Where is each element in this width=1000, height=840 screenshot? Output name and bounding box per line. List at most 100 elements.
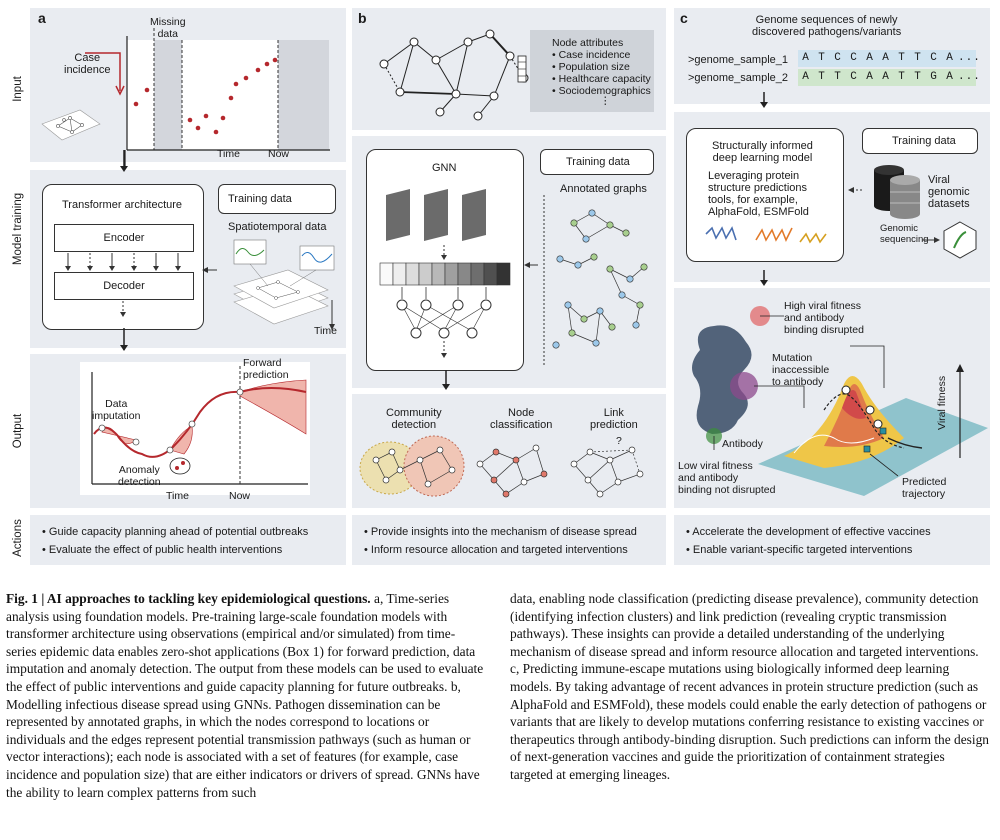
training-data-label-b: Training data bbox=[566, 156, 630, 168]
annotated-graphs-label: Annotated graphs bbox=[560, 183, 647, 195]
link-question-mark: ? bbox=[616, 435, 622, 447]
training-data-label-a: Training data bbox=[228, 193, 292, 205]
node-attr-more: ⋮ bbox=[600, 95, 611, 107]
seq2-base: A bbox=[882, 71, 890, 83]
panel-c-actions bbox=[674, 515, 990, 565]
action-c-2: • Enable variant-specific targeted inter… bbox=[686, 544, 913, 556]
high-fitness-label: High viral fitness and antibody binding … bbox=[784, 300, 864, 336]
panel-b-label: b bbox=[358, 10, 367, 26]
flow-arrow-c1 bbox=[760, 92, 768, 108]
dl-model-title: Structurally informed deep learning mode… bbox=[712, 140, 813, 164]
transformer-title: Transformer architecture bbox=[62, 199, 183, 211]
antibody-label: Antibody bbox=[722, 438, 763, 450]
spatiotemporal-label: Spatiotemporal data bbox=[228, 221, 327, 233]
row-label-model-training: Model training bbox=[12, 192, 24, 266]
seq1-base: A bbox=[802, 52, 810, 64]
sequencing-arrow bbox=[922, 237, 940, 243]
caption-right: data, enabling node classification (pred… bbox=[510, 591, 989, 782]
dl-model-box bbox=[686, 128, 844, 262]
seq2-base: A bbox=[802, 71, 810, 83]
training-data-box-a bbox=[218, 184, 336, 214]
action-b-1: • Provide insights into the mechanism of… bbox=[364, 526, 637, 538]
now-label-output: Now bbox=[229, 490, 251, 502]
seq2-base: C bbox=[850, 71, 858, 83]
virus-hexagon-icon bbox=[943, 221, 977, 259]
flow-arrow-c2 bbox=[760, 270, 768, 286]
annotated-graphs bbox=[543, 195, 648, 365]
panel-c-label: c bbox=[680, 10, 688, 26]
training-data-label-c: Training data bbox=[892, 135, 956, 147]
time-label-output: Time bbox=[166, 490, 189, 502]
action-c-1: • Accelerate the development of effectiv… bbox=[686, 526, 931, 538]
training-data-box-c bbox=[862, 128, 978, 154]
link-prediction-label: Link prediction bbox=[590, 407, 638, 431]
seq1-base: ... bbox=[958, 52, 981, 64]
sample1-label: >genome_sample_1 bbox=[688, 54, 788, 66]
seq2-base: G bbox=[930, 71, 938, 83]
action-a-2: • Evaluate the effect of public health i… bbox=[42, 544, 283, 556]
training-arrow-b bbox=[524, 262, 538, 268]
data-imputation-label: Data imputation bbox=[92, 398, 141, 422]
gnn-architecture bbox=[379, 189, 511, 358]
flow-arrow-b bbox=[442, 370, 450, 390]
encoder-block: Encoder bbox=[54, 224, 194, 252]
panel-a-actions bbox=[30, 515, 346, 565]
seq2-base: A bbox=[866, 71, 874, 83]
training-arrow-c bbox=[848, 187, 862, 193]
seq2-base: T bbox=[834, 71, 842, 83]
case-incidence-label: Case incidence bbox=[64, 52, 111, 76]
seq1-base: C bbox=[850, 52, 858, 64]
seq1-base: A bbox=[882, 52, 890, 64]
network-graph bbox=[379, 29, 529, 121]
now-axis-label: Now bbox=[268, 148, 290, 160]
action-a-1: • Guide capacity planning ahead of poten… bbox=[42, 526, 309, 538]
node-classification-label: Node classification bbox=[490, 407, 553, 431]
time-label-spatiotemporal: Time bbox=[314, 325, 337, 337]
seq2-base: A bbox=[946, 71, 954, 83]
node-attr-2: • Population size bbox=[552, 61, 630, 73]
missing-data-label: Missing data bbox=[150, 16, 186, 40]
gnn-output-graphs bbox=[359, 435, 644, 498]
time-axis-label: Time bbox=[217, 148, 240, 160]
spatiotemporal-illustration bbox=[233, 239, 335, 330]
mutation-inaccessible-label: Mutation inaccessible to antibody bbox=[772, 352, 830, 388]
output-plot bbox=[80, 362, 310, 495]
seq1-base: T bbox=[818, 52, 826, 64]
node-attr-3: • Healthcare capacity bbox=[552, 73, 651, 85]
forward-prediction-label: Forward prediction bbox=[243, 357, 289, 381]
sample2-label: >genome_sample_2 bbox=[688, 72, 788, 84]
seq1-base: C bbox=[930, 52, 938, 64]
node-attr-1: • Case incidence bbox=[552, 49, 631, 61]
panel-b-actions bbox=[352, 515, 666, 565]
action-b-2: • Inform resource allocation and targete… bbox=[364, 544, 628, 556]
seq2-base: T bbox=[898, 71, 906, 83]
fitness-landscape bbox=[692, 306, 988, 496]
transformer-arrows bbox=[65, 253, 217, 317]
seq1-base: T bbox=[898, 52, 906, 64]
viral-fitness-axis-label: Viral fitness bbox=[936, 375, 948, 430]
seq1-base: A bbox=[946, 52, 954, 64]
training-data-box-b bbox=[540, 149, 654, 175]
row-label-input: Input bbox=[12, 76, 24, 102]
seq1-base: A bbox=[866, 52, 874, 64]
predicted-trajectory-label: Predicted trajectory bbox=[902, 476, 947, 500]
node-attributes-title: Node attributes bbox=[552, 37, 624, 49]
anomaly-detection-label: Anomaly detection bbox=[118, 464, 161, 488]
seq1-base: C bbox=[834, 52, 842, 64]
decoder-block: Decoder bbox=[54, 272, 194, 300]
seq2-base: T bbox=[818, 71, 826, 83]
viral-datasets-label: Viral genomic datasets bbox=[928, 174, 970, 210]
panel-a-label: a bbox=[38, 10, 46, 26]
database-icon bbox=[874, 165, 920, 219]
dl-model-text: Leveraging protein structure predictions… bbox=[708, 170, 809, 218]
node-attr-4: • Sociodemographics bbox=[552, 85, 651, 97]
seq2-base: ... bbox=[958, 71, 981, 83]
low-fitness-label: Low viral fitness and antibody binding n… bbox=[678, 460, 776, 496]
seq2-base: T bbox=[914, 71, 922, 83]
community-detection-label: Community detection bbox=[386, 407, 442, 431]
genomic-sequencing-label: Genomic sequencing bbox=[880, 223, 929, 245]
gnn-title: GNN bbox=[432, 162, 457, 174]
caption-left-text: a, Time-series analysis using foundation… bbox=[6, 591, 484, 800]
